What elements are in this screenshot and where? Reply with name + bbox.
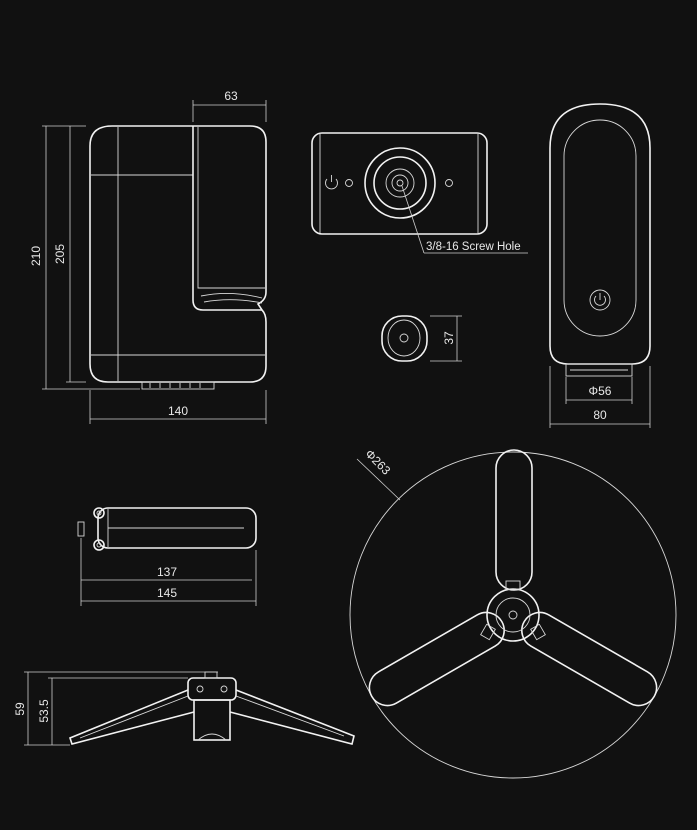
side-view-dimensions [42, 100, 267, 424]
dim-tripod-height-partial: 53.5 [37, 699, 51, 723]
front-view [549, 103, 651, 377]
dim-circle-diameter: Φ263 [362, 447, 393, 478]
dim-folded-outer: 145 [157, 586, 177, 600]
power-button-icon [589, 289, 611, 311]
power-icon [325, 175, 338, 190]
side-view [89, 125, 267, 390]
top-view [311, 132, 488, 235]
dim-side-height-total: 210 [29, 246, 43, 266]
dim-tripod-height-total: 59 [13, 702, 27, 716]
screw-hole-leader [401, 185, 528, 254]
dim-side-width-base: 140 [168, 404, 188, 418]
dim-knob-height: 37 [442, 331, 456, 345]
tripod-side-dimensions [24, 671, 218, 746]
front-view-dimensions [549, 366, 651, 428]
tripod-side-view [69, 671, 355, 745]
dim-front-base-diameter: Φ56 [589, 384, 612, 398]
folded-tripod [77, 507, 257, 551]
knob-detail [381, 315, 428, 362]
dim-side-height-body: 205 [53, 244, 67, 264]
dim-front-width: 80 [593, 408, 607, 422]
dim-side-width-top: 63 [224, 89, 238, 103]
circle-diameter-leader [356, 458, 401, 501]
tripod-top-view [349, 449, 677, 779]
screw-hole-label: 3/8-16 Screw Hole [426, 241, 521, 253]
dim-folded-inner: 137 [157, 565, 177, 579]
folded-tripod-dimensions [80, 538, 257, 606]
knob-dimensions [430, 315, 462, 362]
